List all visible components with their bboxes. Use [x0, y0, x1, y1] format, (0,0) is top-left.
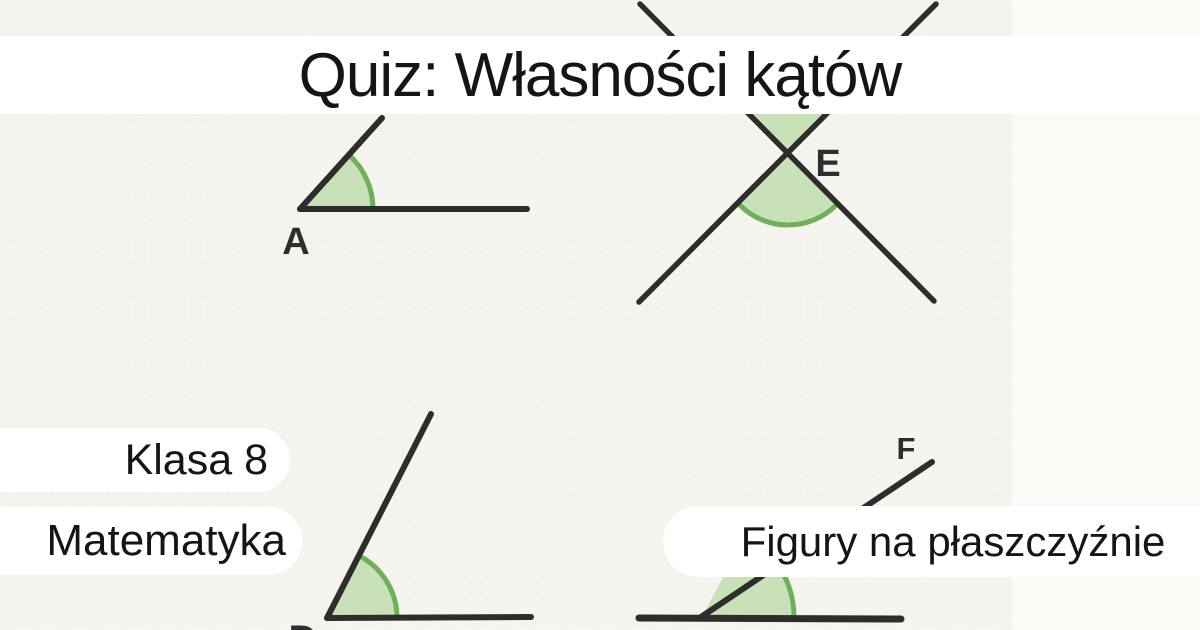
angle-a-sector [300, 154, 373, 209]
angle-a-upper-ray [297, 115, 385, 212]
diagram-angle-a: A [282, 115, 530, 263]
angle-d-upper-ray [324, 411, 434, 621]
page-title: Quiz: Własności kątów [298, 40, 903, 110]
angle-f-horizontal-line [635, 614, 905, 623]
subject-badge: Matematyka [0, 507, 302, 575]
vertex-label-e: E [815, 143, 840, 185]
angle-d-arc [356, 553, 400, 621]
diagram-angle-d: D [289, 411, 534, 630]
vertex-label-a: A [282, 221, 309, 263]
topic-badge: Figury na płaszczyźnie [663, 506, 1200, 577]
angle-d-sector [327, 555, 398, 618]
angle-e-bottom-arc [737, 202, 839, 228]
subject-badge-label: Matematyka [46, 516, 286, 565]
title-banner: Quiz: Własności kątów [0, 36, 1200, 114]
angle-e-bottom-sector [739, 157, 837, 226]
grade-badge-label: Klasa 8 [124, 435, 268, 484]
angle-a-arc [346, 152, 376, 212]
vertex-label-d: D [289, 618, 318, 630]
vertex-label-f: F [897, 431, 916, 466]
topic-badge-label: Figury na płaszczyźnie [740, 517, 1166, 565]
grade-badge: Klasa 8 [0, 428, 290, 492]
angle-d-horizontal-ray [324, 614, 534, 621]
